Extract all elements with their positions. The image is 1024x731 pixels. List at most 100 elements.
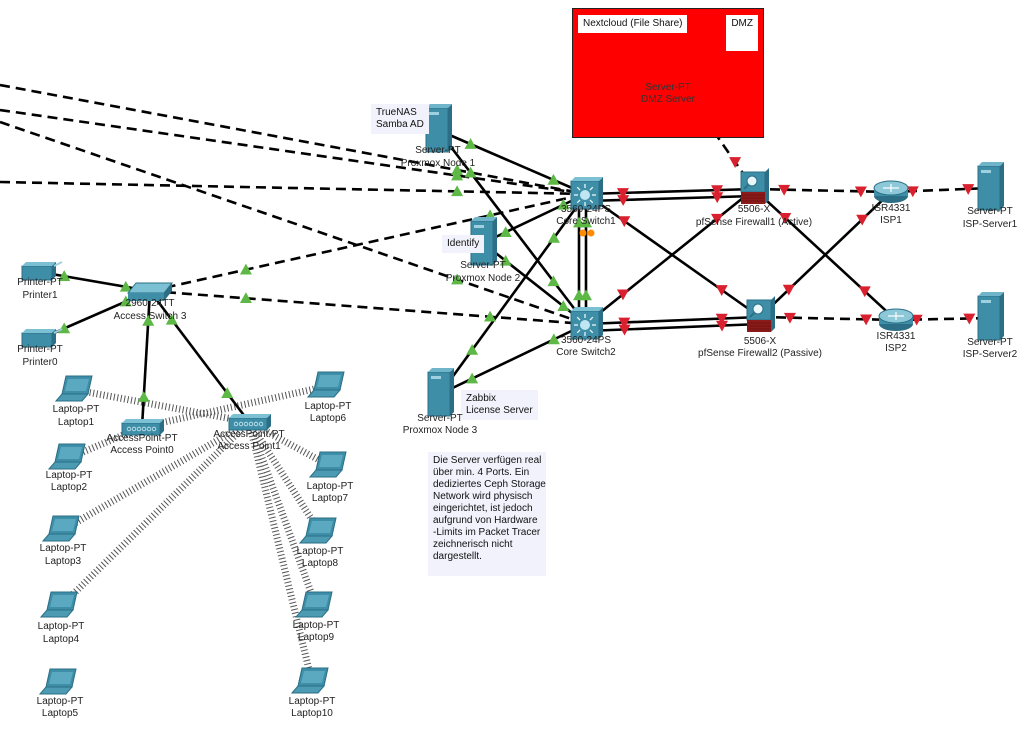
laptop-icon[interactable]	[306, 371, 345, 398]
network-link[interactable]	[436, 129, 588, 325]
link-down-marker	[616, 188, 629, 199]
laptop-icon[interactable]	[308, 451, 347, 478]
server-icon[interactable]	[470, 217, 497, 266]
network-link[interactable]	[585, 315, 761, 326]
dmz-zone[interactable]: Nextcloud (File Share) DMZ	[572, 8, 764, 138]
device-model-label: Server-PT	[415, 145, 461, 156]
device-model-label: Laptop-PT	[45, 470, 93, 481]
laptop-icon[interactable]	[54, 375, 93, 402]
note-line: Network wird physisch	[433, 491, 533, 502]
server-icon[interactable]	[977, 292, 1004, 341]
device-model-label: Laptop-PT	[292, 620, 340, 631]
device-model-label: Laptop-PT	[306, 481, 354, 492]
network-link[interactable]	[585, 187, 755, 196]
network-link[interactable]	[759, 315, 897, 322]
link-up-marker	[239, 263, 252, 275]
link-down-marker	[711, 185, 724, 197]
server-icon[interactable]	[977, 162, 1004, 211]
dmz-service-note: Nextcloud (File Share)	[578, 15, 688, 33]
network-link[interactable]	[140, 290, 152, 428]
device-name-label: ISP-Server1	[962, 219, 1018, 230]
link-up-marker	[499, 226, 512, 238]
network-link[interactable]	[439, 322, 587, 396]
link-down-marker	[617, 195, 630, 206]
firewall-icon[interactable]	[746, 296, 775, 332]
device-model-label: Server-PT	[645, 82, 691, 93]
device-name-label: pfSense Firewall1 (Active)	[695, 217, 813, 228]
device-name-label: Laptop5	[41, 708, 79, 719]
link-up-marker	[119, 295, 132, 307]
link-down-marker	[618, 216, 631, 228]
wireless-link	[141, 382, 329, 431]
laptop-icon[interactable]	[38, 668, 77, 695]
laptop-icon[interactable]	[39, 591, 78, 618]
network-link[interactable]	[0, 108, 587, 196]
network-link[interactable]	[753, 187, 892, 194]
link-up-marker	[573, 216, 585, 228]
link-up-marker	[119, 280, 132, 292]
multilayer-switch-icon[interactable]	[570, 177, 603, 210]
multilayer-switch-icon[interactable]	[570, 307, 603, 340]
network-link[interactable]	[438, 193, 588, 395]
note-line: -Limits im Packet Tracer	[433, 527, 541, 538]
zabbix-note: Zabbix License Server	[461, 390, 538, 420]
network-link[interactable]	[759, 191, 892, 318]
device-model-label: ISR4331	[876, 331, 916, 342]
switch-icon[interactable]	[126, 282, 174, 301]
server-icon[interactable]	[427, 368, 454, 417]
device-model-label: Server-PT	[417, 413, 463, 424]
device-name-label: Laptop10	[291, 708, 333, 719]
printer-icon[interactable]	[21, 328, 63, 348]
access-point-icon[interactable]	[121, 419, 164, 436]
laptop-icon[interactable]	[294, 591, 333, 618]
laptop-icon[interactable]	[47, 443, 86, 470]
access-point-icon[interactable]	[228, 414, 271, 431]
note-line: aufgrund von Hardware	[433, 515, 538, 526]
network-link[interactable]	[437, 128, 587, 196]
network-link[interactable]	[586, 194, 755, 203]
network-link[interactable]	[585, 187, 755, 326]
network-link[interactable]	[0, 83, 587, 196]
link-status-markers	[58, 88, 976, 402]
device-model-label: Laptop-PT	[37, 621, 85, 632]
laptop-icon[interactable]	[298, 517, 337, 544]
link-down-marker	[616, 289, 629, 301]
device-name-label: Printer0	[22, 357, 58, 368]
device-model-label: Laptop-PT	[39, 543, 87, 554]
link-down-marker	[782, 284, 795, 296]
firewall-icon[interactable]	[740, 168, 769, 204]
network-link[interactable]	[586, 322, 761, 333]
device-name-label: ISP-Server2	[962, 349, 1018, 360]
link-up-marker	[547, 232, 560, 243]
link-up-marker	[221, 387, 234, 398]
link-down-marker	[618, 324, 631, 336]
device-name-label: pfSense Firewall2 (Passive)	[698, 348, 822, 359]
network-link[interactable]	[149, 192, 587, 293]
cable-links	[0, 65, 991, 428]
device-name-label: Access Point1	[217, 441, 281, 452]
printer-icon[interactable]	[21, 261, 63, 281]
device-model-label: Laptop-PT	[52, 404, 100, 415]
device-name-label: Access Switch 3	[113, 311, 187, 322]
identify-note: Identify	[442, 235, 485, 253]
link-down-marker	[778, 184, 791, 196]
network-link[interactable]	[148, 290, 251, 423]
link-down-marker	[854, 186, 867, 198]
device-name-label: ISP2	[885, 343, 907, 354]
note-line: Zabbix	[466, 393, 497, 404]
router-icon[interactable]	[873, 180, 909, 203]
device-model-label: AccessPoint-PT	[213, 429, 285, 440]
link-up-marker	[547, 173, 560, 185]
devices	[21, 40, 1004, 695]
router-icon[interactable]	[878, 308, 914, 331]
device-name-label: Laptop7	[311, 493, 349, 504]
note-line: TrueNAS	[376, 107, 417, 118]
network-link[interactable]	[0, 120, 587, 326]
device-name-label: Laptop1	[57, 417, 95, 428]
network-link[interactable]	[0, 180, 587, 196]
network-link[interactable]	[149, 289, 587, 326]
laptop-icon[interactable]	[41, 515, 80, 542]
network-link[interactable]	[482, 192, 587, 245]
laptop-icon[interactable]	[290, 667, 329, 694]
